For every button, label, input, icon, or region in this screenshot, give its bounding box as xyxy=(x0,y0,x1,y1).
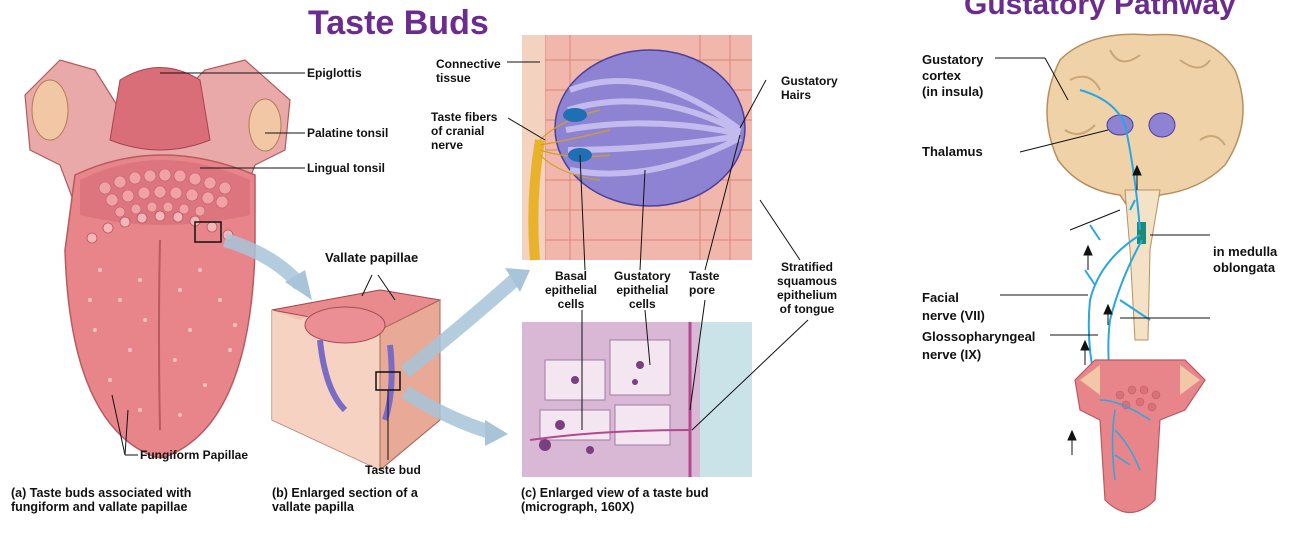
label-lingual-tonsil: Lingual tonsil xyxy=(307,161,385,175)
label-palatine-tonsil: Palatine tonsil xyxy=(307,126,388,140)
caption-c: (c) Enlarged view of a taste bud (microg… xyxy=(521,486,709,514)
label-facial-nerve: Facial nerve (VII) xyxy=(922,289,985,325)
label-taste-fibers: Taste fibers of cranial nerve xyxy=(431,110,497,152)
label-gustatory-cortex: Gustatory cortex (in insula) xyxy=(922,52,983,100)
label-thalamus: Thalamus xyxy=(922,145,983,159)
caption-b: (b) Enlarged section of a vallate papill… xyxy=(272,486,418,514)
label-taste-bud: Taste bud xyxy=(365,463,421,477)
label-glossopharyngeal-nerve: Glossopharyngeal nerve (IX) xyxy=(922,328,1035,364)
label-epiglottis: Epiglottis xyxy=(307,66,362,80)
label-medulla-oblongata: in medulla oblongata xyxy=(1213,244,1277,276)
label-basal-epithelial-cells: Basal epithelial cells xyxy=(545,269,597,311)
label-taste-pore: Taste pore xyxy=(689,269,719,297)
caption-a: (a) Taste buds associated with fungiform… xyxy=(11,486,191,514)
label-gustatory-epithelial-cells: Gustatory epithelial cells xyxy=(614,269,671,311)
label-vallate-papillae: Vallate papillae xyxy=(325,250,418,266)
label-stratified-epithelium: Stratified squamous epithelium of tongue xyxy=(777,260,837,316)
label-gustatory-hairs: Gustatory Hairs xyxy=(781,74,838,102)
label-fungiform-papillae: Fungiform Papillae xyxy=(140,448,248,462)
label-connective-tissue: Connective tissue xyxy=(436,57,501,85)
